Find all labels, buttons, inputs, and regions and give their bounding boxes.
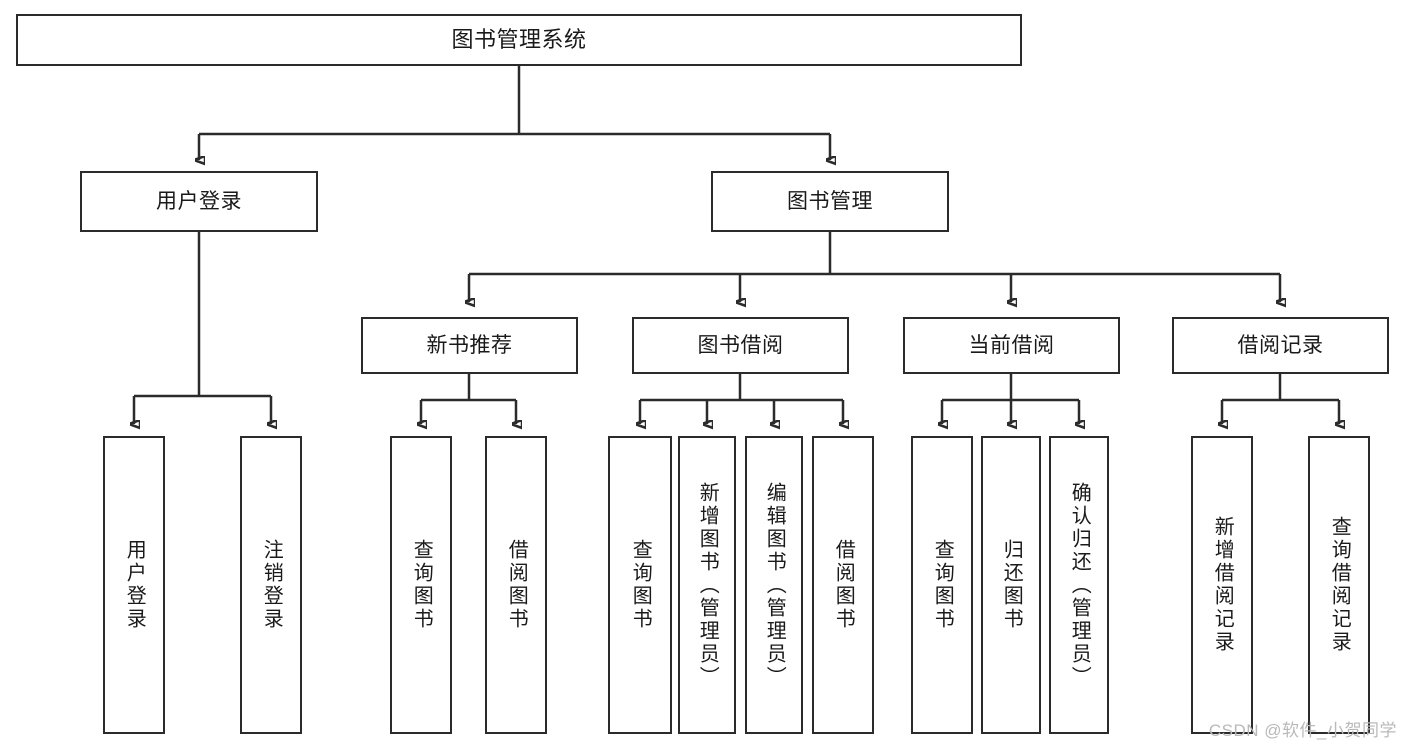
node-book-borrow[interactable]: 图书借阅 [632, 317, 849, 374]
node-label: 图书借阅 [697, 333, 784, 357]
node-user-login[interactable]: 用户登录 [80, 171, 318, 232]
leaf-query-book-borrow[interactable]: 查询图书 [608, 436, 672, 734]
leaf-edit-book-admin[interactable]: 编辑图书（管理员） [745, 436, 803, 734]
node-current-borrow[interactable]: 当前借阅 [903, 317, 1120, 374]
node-label: 确认归还（管理员） [1068, 481, 1091, 689]
leaf-user-login[interactable]: 用户登录 [103, 436, 165, 734]
node-root-system[interactable]: 图书管理系统 [16, 14, 1022, 66]
watermark: CSDN @软件_小贺同学 [1208, 721, 1397, 740]
leaf-add-book-admin[interactable]: 新增图书（管理员） [678, 436, 736, 734]
node-label: 编辑图书（管理员） [763, 481, 786, 689]
node-label: 查询图书 [931, 539, 954, 631]
node-label: 当前借阅 [968, 333, 1055, 357]
node-new-book-recommend[interactable]: 新书推荐 [361, 317, 578, 374]
node-book-management[interactable]: 图书管理 [711, 171, 949, 232]
leaf-borrow-book-recommend[interactable]: 借阅图书 [485, 436, 547, 734]
node-label: 查询图书 [629, 539, 652, 631]
leaf-confirm-return-admin[interactable]: 确认归还（管理员） [1049, 436, 1109, 734]
node-label: 新增图书（管理员） [696, 481, 719, 689]
leaf-borrow-book[interactable]: 借阅图书 [812, 436, 874, 734]
leaf-query-borrow-record[interactable]: 查询借阅记录 [1308, 436, 1370, 734]
node-borrow-record[interactable]: 借阅记录 [1172, 317, 1389, 374]
node-label: 用户登录 [156, 189, 242, 213]
node-label: 用户登录 [123, 539, 146, 631]
leaf-query-book-recommend[interactable]: 查询图书 [390, 436, 452, 734]
node-label: 借阅图书 [505, 539, 528, 631]
leaf-return-book[interactable]: 归还图书 [981, 436, 1041, 734]
leaf-query-book-current[interactable]: 查询图书 [911, 436, 973, 734]
node-label: 注销登录 [260, 539, 283, 631]
node-label: 新增借阅记录 [1211, 516, 1234, 654]
node-label: 图书管理系统 [451, 26, 587, 52]
leaf-add-borrow-record[interactable]: 新增借阅记录 [1191, 436, 1253, 734]
node-label: 借阅图书 [832, 539, 855, 631]
node-label: 查询图书 [410, 539, 433, 631]
node-label: 归还图书 [1000, 539, 1023, 631]
node-label: 借阅记录 [1237, 333, 1324, 357]
node-label: 查询借阅记录 [1328, 516, 1351, 654]
node-label: 图书管理 [787, 189, 873, 213]
leaf-logout-login[interactable]: 注销登录 [240, 436, 302, 734]
node-label: 新书推荐 [426, 333, 513, 357]
